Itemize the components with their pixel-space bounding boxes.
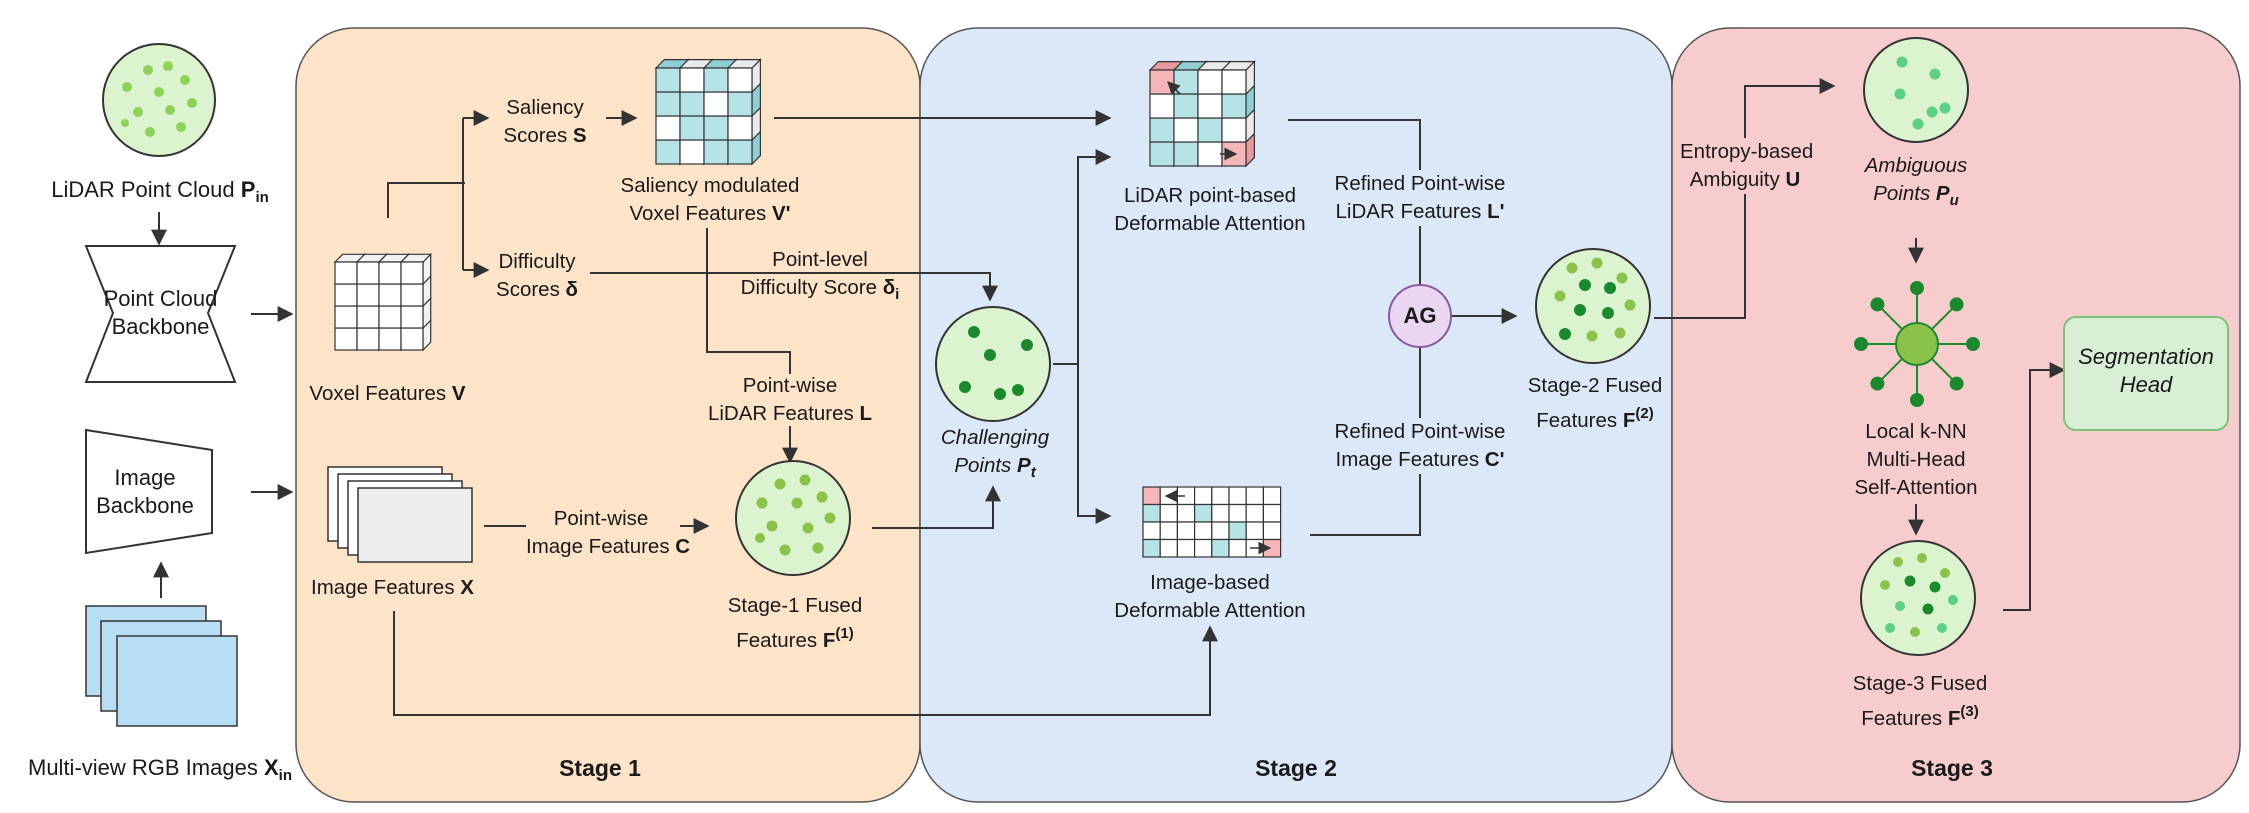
stage1-fused-features-icon [735,460,851,576]
saliency-modulated-voxel-grid [654,58,762,166]
voxel-features-grid [333,252,433,352]
image-deformable-attention-grid [1142,486,1282,558]
stage1-title: Stage 1 [559,755,641,781]
lidar-input-label: LiDAR Point Cloud Pin [51,177,269,206]
stage2-fused-features-icon [1535,248,1651,364]
stage3-fused-features-icon [1860,540,1976,656]
rgb-images-icon [85,605,238,727]
rgb-input-label: Multi-view RGB Images Xin [28,755,292,784]
challenging-points-icon [935,306,1051,422]
stage3-panel [1671,27,2241,803]
stage2-title: Stage 2 [1255,755,1337,781]
lidar-point-cloud-icon [102,43,216,157]
knn-attention-icon [1854,281,1980,407]
ag-label: AG [1403,303,1437,328]
image-features-label: Image Features X [311,576,474,599]
stage3-title: Stage 3 [1911,755,1993,781]
image-features-icon [327,466,473,563]
ag-gate-node [1388,284,1452,348]
ambiguous-points-icon [1863,37,1969,143]
point-cloud-backbone-shape [84,245,237,383]
voxel-features-label: Voxel Features V [309,382,466,405]
image-backbone-shape [85,428,213,555]
lidar-deformable-attention-grid [1148,60,1256,168]
segmentation-head-box [2063,316,2229,431]
